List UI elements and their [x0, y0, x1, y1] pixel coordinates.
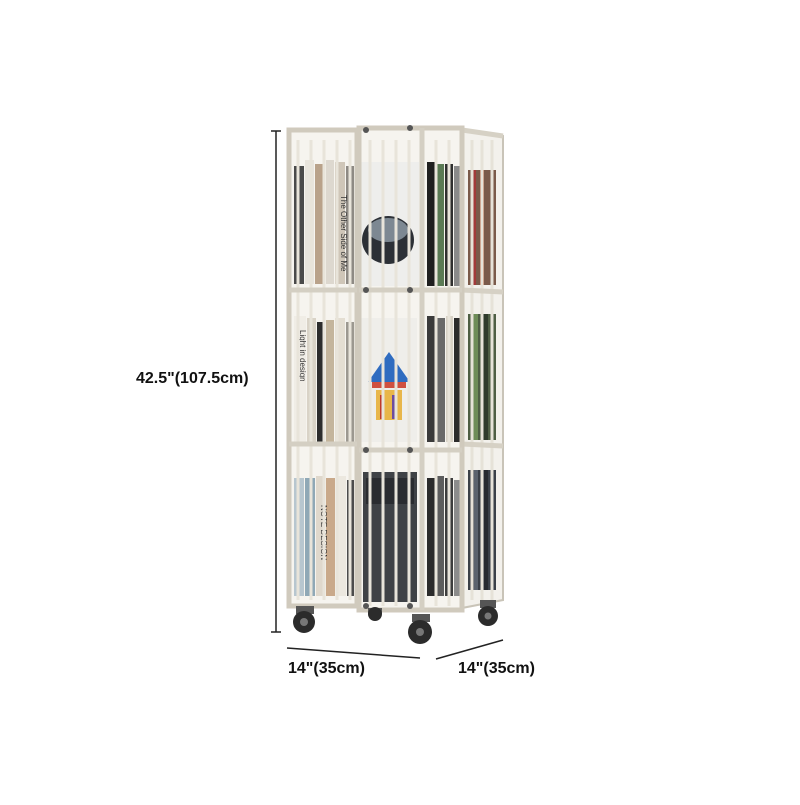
- width-dimension-line: [286, 647, 421, 659]
- bookshelf-front-center-face: [359, 128, 462, 610]
- book-spine-text: The Other Side of Me: [339, 195, 348, 272]
- caster-wheel: [368, 607, 382, 621]
- caster-wheel: [478, 600, 498, 626]
- bookshelf-side-face: [461, 127, 504, 610]
- dimension-lines: [271, 130, 504, 660]
- bookshelf-front-left-face: The Other Side of Me Light in design NOT…: [289, 130, 357, 606]
- bookshelf-frame: [286, 125, 465, 613]
- depth-dimension-label: 14"(35cm): [458, 660, 535, 677]
- caster-wheels: [293, 600, 498, 644]
- height-dimension-label: 42.5"(107.5cm): [136, 370, 249, 387]
- caster-wheel: [293, 606, 315, 633]
- caster-wheel: [408, 614, 432, 644]
- book-spine-text: Light in design: [298, 330, 307, 382]
- width-dimension-label: 14"(35cm): [288, 660, 365, 677]
- depth-dimension-line: [435, 639, 504, 660]
- frame-bolts: [363, 125, 413, 609]
